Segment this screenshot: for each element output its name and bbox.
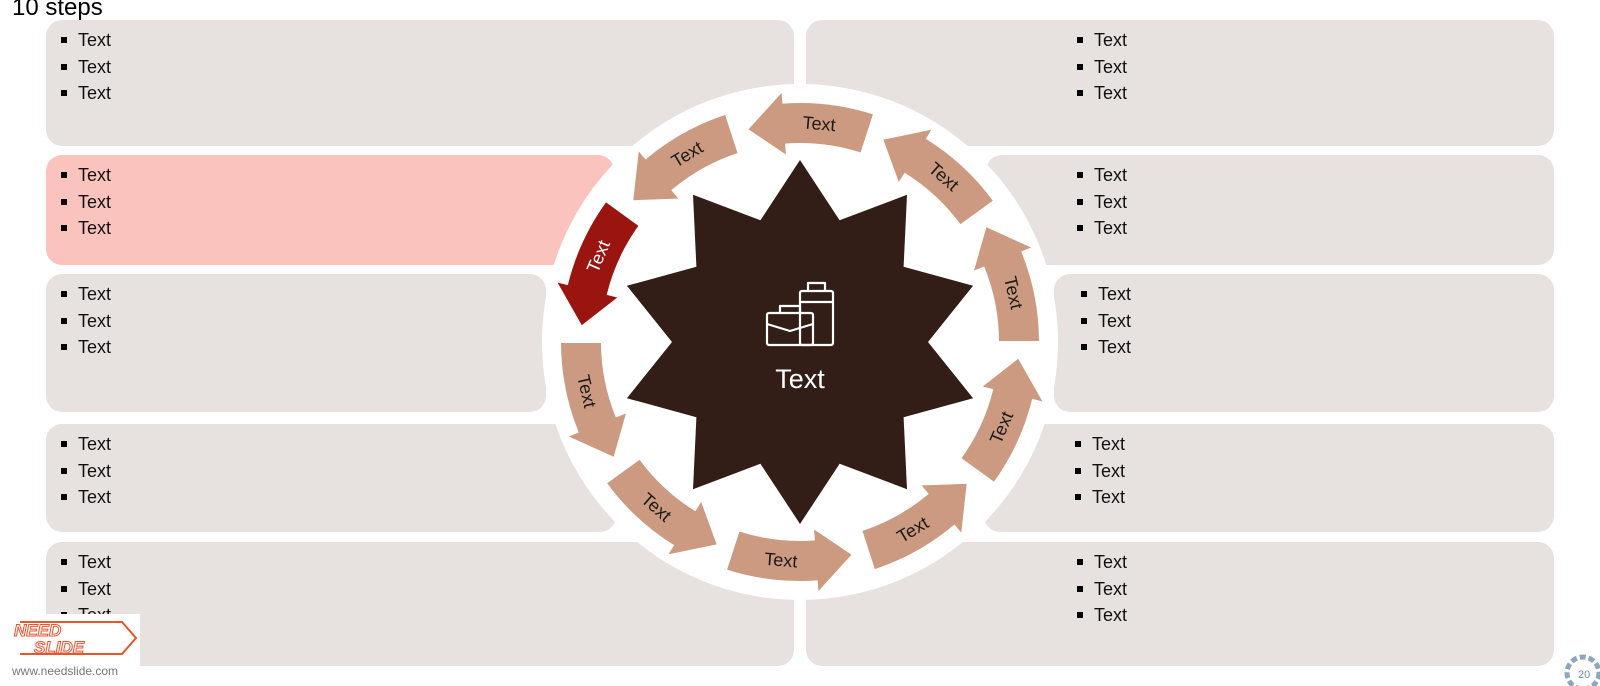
bullet-item: Text — [58, 281, 111, 308]
panel-right-2 — [986, 155, 1554, 265]
panel-right-5 — [806, 542, 1554, 666]
bullet-item: Text — [1074, 162, 1127, 189]
cycle-arrow-label: Text — [802, 112, 837, 135]
panel-right-1 — [806, 20, 1554, 146]
bullet-item: Text — [58, 549, 111, 576]
bullet-item: Text — [58, 458, 111, 485]
bullet-item: Text — [1078, 308, 1131, 335]
logo-word-need: NEED — [14, 621, 61, 640]
briefcase-icon — [765, 281, 835, 347]
bullet-item: Text — [1074, 80, 1127, 107]
cycle-arrow-label: Text — [764, 549, 799, 572]
cycle-arrow-7: Text — [604, 457, 720, 558]
cycle-arrow-5: Text — [859, 481, 969, 572]
bullet-item: Text — [1074, 602, 1127, 629]
cycle-arrow-9: Text — [553, 199, 642, 329]
bullet-item: Text — [58, 215, 111, 242]
bullet-item: Text — [1074, 576, 1127, 603]
bullet-item: Text — [58, 189, 111, 216]
panel-left-3 — [46, 274, 546, 412]
slide-title: 10 steps — [12, 0, 103, 21]
panel-left-1 — [46, 20, 794, 146]
bullet-item: Text — [58, 431, 111, 458]
bullet-item: Text — [1074, 549, 1127, 576]
page-number: 20 — [1578, 669, 1591, 681]
cycle-arrow-6: Text — [724, 525, 855, 596]
bullet-item: Text — [58, 484, 111, 511]
logo-url: www.needslide.com — [12, 664, 119, 678]
bullet-item: Text — [1072, 484, 1125, 511]
bullet-item: Text — [1072, 431, 1125, 458]
panel-right-4 — [984, 424, 1554, 532]
bullet-item: Text — [1074, 189, 1127, 216]
bullet-item: Text — [1074, 54, 1127, 81]
bullet-item: Text — [1074, 27, 1127, 54]
bullet-item: Text — [1074, 215, 1127, 242]
bullet-item: Text — [58, 308, 111, 335]
bullet-item: Text — [1078, 281, 1131, 308]
cycle-arrow-2: Text — [880, 126, 996, 227]
bullet-item: Text — [1072, 458, 1125, 485]
bullet-item: Text — [58, 80, 111, 107]
bullet-item: Text — [58, 27, 111, 54]
cycle-arrow-8: Text — [558, 341, 630, 460]
panel-left-2 — [46, 155, 614, 265]
bullet-item: Text — [1078, 334, 1131, 361]
panel-right-3 — [1054, 274, 1554, 412]
panel-left-4 — [46, 424, 616, 532]
cycle-arrow-4: Text — [958, 355, 1047, 485]
needslide-logo: NEED SLIDE — [0, 614, 140, 686]
page-badge-icon — [1564, 654, 1600, 686]
bullet-item: Text — [58, 54, 111, 81]
cycle-arrow-1: Text — [745, 88, 876, 159]
cycle-arrow-3: Text — [970, 224, 1042, 343]
bullet-item: Text — [58, 162, 111, 189]
logo-word-slide: SLIDE — [34, 638, 85, 657]
cycle-arrow-10: Text — [631, 112, 741, 203]
bullet-item: Text — [58, 576, 111, 603]
panel-left-5 — [46, 542, 794, 666]
center-label: Text — [775, 364, 825, 394]
bullet-item: Text — [58, 334, 111, 361]
